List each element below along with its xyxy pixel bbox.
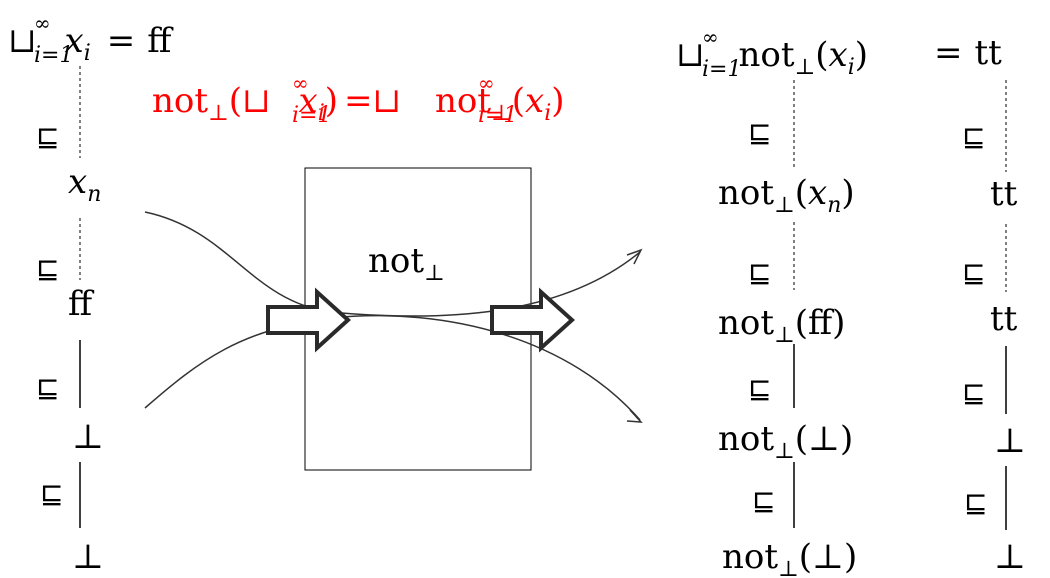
flow-curve-lower — [144, 314, 641, 421]
equation-lhs-superscript: ∞ — [292, 71, 309, 95]
value-element-tt-n: tt — [990, 174, 1018, 214]
value-limit-expression: =tt — [934, 33, 1002, 73]
left-limit-superscript: ∞ — [34, 11, 51, 35]
flow-arrowhead-lower — [626, 409, 643, 423]
value-order-symbol-4: ⊑ — [964, 486, 987, 519]
left-limit-expression: ⊔xi=ff — [8, 21, 174, 66]
right-order-symbol-2: ⊑ — [748, 256, 771, 289]
function-box-label: not⊥ — [368, 241, 445, 286]
value-order-symbol-3: ⊑ — [962, 376, 985, 409]
flow-arrowhead-upper — [626, 248, 643, 265]
block-arrows — [266, 287, 575, 353]
right-order-symbol-3: ⊑ — [748, 372, 771, 405]
right-element-not-xn: not⊥(xn) — [718, 173, 855, 218]
left-order-symbol-1: ⊑ — [36, 120, 59, 153]
left-order-symbol-2: ⊑ — [36, 252, 59, 285]
output-block-arrow — [490, 287, 575, 353]
left-order-symbol-4: ⊑ — [40, 477, 63, 510]
equation-rhs-superscript: ∞ — [478, 71, 495, 95]
value-chain: =tt ⊑ tt ⊑ tt ⊑ ⊥ ⊑ ⊥ — [934, 33, 1026, 577]
right-order-symbol-1: ⊑ — [748, 116, 771, 149]
value-order-symbol-2: ⊑ — [962, 256, 985, 289]
right-element-not-bottom-0: not⊥(⊥) — [722, 537, 857, 578]
right-element-not-bottom-1: not⊥(⊥) — [718, 419, 853, 464]
input-block-arrow — [266, 287, 351, 353]
right-order-symbol-4: ⊑ — [752, 484, 775, 517]
right-limit-superscript: ∞ — [702, 25, 719, 49]
left-order-symbol-3: ⊑ — [36, 371, 59, 404]
right-element-not-ff: not⊥(ff) — [718, 303, 845, 348]
left-limit-subscript: i=1 — [34, 43, 73, 68]
left-chain: ⊔xi=ff ∞ i=1 ⊑ xn ⊑ ff ⊑ ⊥ ⊑ ⊥ — [8, 11, 174, 577]
value-element-tt-2: tt — [990, 299, 1018, 339]
value-element-bottom-0: ⊥ — [994, 537, 1026, 577]
left-element-bottom-0: ⊥ — [72, 537, 104, 577]
right-limit-expression: ⊔not⊥(xi) — [676, 35, 868, 80]
continuity-equation: not⊥(⊔xi)=⊔not⊥(xi) ∞ i=1 ∞ i=1 — [152, 71, 565, 128]
right-chain: ⊔not⊥(xi) ∞ i=1 ⊑ not⊥(xn) ⊑ not⊥(ff) ⊑ … — [676, 25, 868, 578]
equation-rhs-subscript: i=1 — [478, 103, 517, 128]
left-element-bottom-1: ⊥ — [72, 417, 104, 457]
equation-lhs-subscript: i=1 — [292, 103, 331, 128]
left-element-xn: xn — [68, 162, 101, 207]
value-element-bottom-1: ⊥ — [994, 421, 1026, 461]
value-order-symbol-1: ⊑ — [962, 120, 985, 153]
left-element-ff: ff — [68, 284, 95, 324]
equation-lhs: not⊥(⊔xi)=⊔not⊥(xi) — [152, 81, 565, 126]
right-limit-subscript: i=1 — [702, 57, 741, 82]
